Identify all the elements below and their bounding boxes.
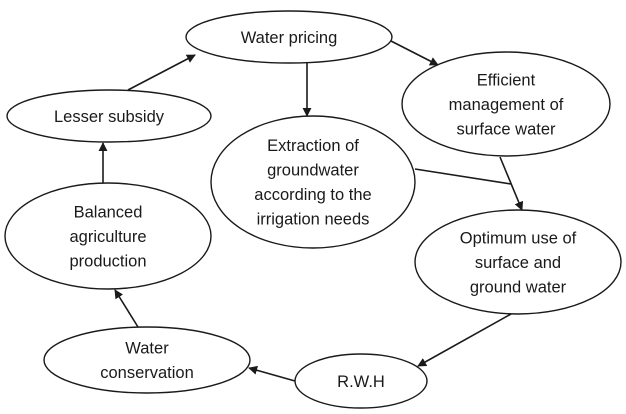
node-label-line: Water pricing xyxy=(241,29,338,47)
node-label-line: Lesser subsidy xyxy=(54,108,165,126)
node-label-line: irrigation needs xyxy=(257,211,370,229)
node-ellipse xyxy=(294,353,428,409)
node-efficient-management: Efficient management of surface water xyxy=(401,51,611,157)
node-balanced-agriculture: Balanced agriculture production xyxy=(4,182,212,290)
node-label-line: Extraction of xyxy=(267,137,359,155)
arrow-lesser-subsidy-to-water-pricing xyxy=(127,54,196,91)
node-label-line: groundwater xyxy=(267,162,359,180)
edges-layer xyxy=(98,40,524,382)
node-label-line: management of xyxy=(449,96,564,114)
arrow-rwh-to-water-conservation xyxy=(248,365,296,382)
arrow-optimum-use-to-rwh xyxy=(417,313,512,367)
node-label-line: R.W.H xyxy=(337,373,385,391)
node-optimum-use: Optimum use of surface and ground water xyxy=(414,209,622,315)
node-label-line: surface water xyxy=(456,120,556,138)
node-label-line: Balanced xyxy=(74,203,143,221)
node-extraction-groundwater: Extraction of groundwater according to the… xyxy=(210,115,416,249)
node-label-line: agriculture xyxy=(69,228,146,246)
node-ellipse xyxy=(4,182,212,290)
connector-extraction-groundwater-to-optimum-use xyxy=(414,168,512,185)
node-water-pricing: Water pricing xyxy=(185,10,393,64)
node-label-line: production xyxy=(69,252,146,270)
arrow-water-conservation-to-balanced-agriculture xyxy=(114,289,139,328)
node-ellipse xyxy=(185,10,393,64)
node-ellipse xyxy=(43,326,251,394)
node-rwh: R.W.H xyxy=(294,353,428,409)
node-label-line: ground water xyxy=(470,278,567,296)
node-label-line: surface and xyxy=(475,254,561,272)
node-label-line: Optimum use of xyxy=(460,229,577,247)
node-ellipse xyxy=(210,115,416,249)
node-label-line: Water xyxy=(125,340,169,358)
node-ellipse xyxy=(401,51,611,157)
arrow-water-pricing-to-efficient-management xyxy=(390,40,439,66)
node-water-conservation: Water conservation xyxy=(43,326,251,394)
node-ellipse xyxy=(414,209,622,315)
node-label-line: Efficient xyxy=(477,71,536,89)
node-label-line: conservation xyxy=(100,364,194,382)
node-lesser-subsidy: Lesser subsidy xyxy=(6,89,212,143)
node-label-line: according to the xyxy=(254,186,371,204)
node-ellipse xyxy=(6,89,212,143)
